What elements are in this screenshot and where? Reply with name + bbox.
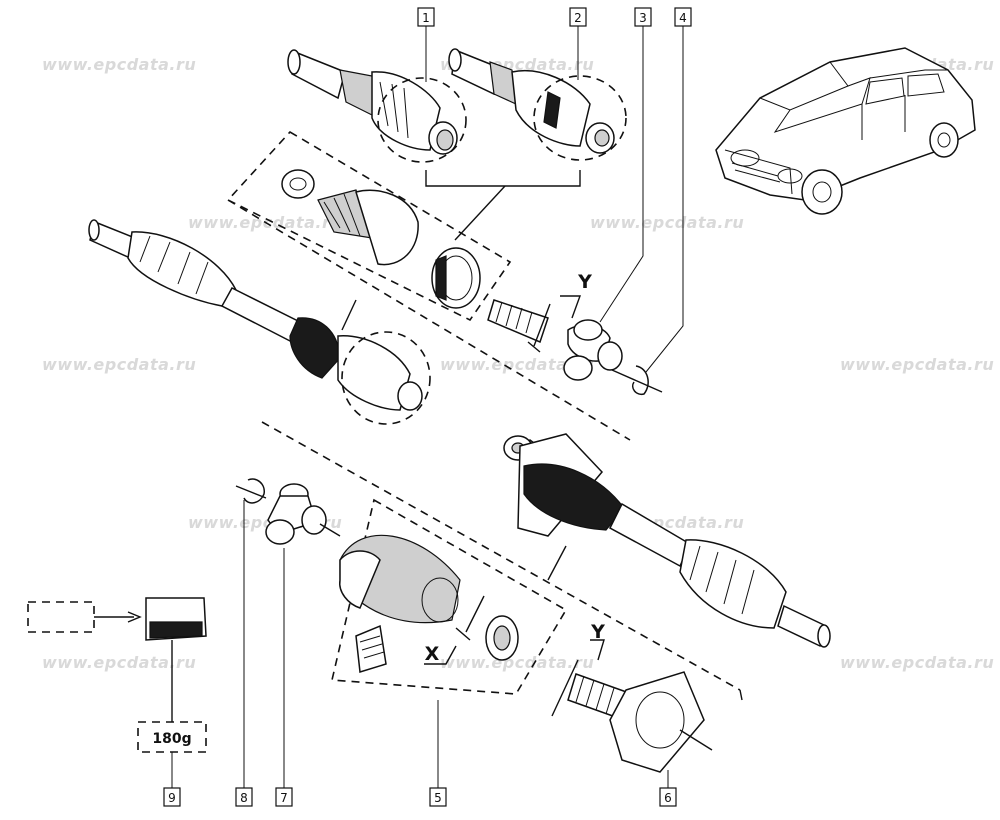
upper-kit-frame — [226, 130, 512, 322]
dimension-x: X — [425, 643, 440, 665]
watermark-6: www.epcdata.ru — [42, 355, 196, 374]
callout-7: 7 — [275, 787, 293, 807]
callout-8-label: 8 — [240, 791, 248, 805]
callout-3-label: 3 — [639, 11, 647, 25]
callout-7-label: 7 — [280, 791, 288, 805]
car-illustration — [715, 47, 976, 215]
dimension-y-upper: Y — [577, 271, 592, 293]
part-2-outer-joint-view — [448, 48, 627, 161]
callout-6: 6 — [659, 787, 677, 807]
callout-5-label: 5 — [434, 791, 442, 805]
callout-3: 3 — [634, 7, 652, 27]
callout-8: 8 — [235, 787, 253, 807]
tripod-shaft-upper: Y — [487, 271, 663, 396]
watermark-12: www.epcdata.ru — [440, 653, 594, 672]
joint-pair-bracket — [425, 170, 581, 241]
grease-sachet: 180g — [27, 597, 207, 753]
callout-5: 5 — [429, 787, 447, 807]
callout-6-label: 6 — [664, 791, 672, 805]
driveshaft-lower — [503, 433, 831, 648]
driveshaft-upper — [88, 219, 431, 425]
watermark-7: www.epcdata.ru — [440, 355, 594, 374]
part-1-outer-joint-view — [287, 49, 467, 163]
watermark-13: www.epcdata.ru — [840, 653, 994, 672]
callout-9-label: 9 — [168, 791, 176, 805]
watermark-11: www.epcdata.ru — [42, 653, 196, 672]
callout-2-label: 2 — [574, 11, 582, 25]
callout-4: 4 — [674, 7, 692, 27]
watermark-1: www.epcdata.ru — [42, 55, 196, 74]
watermark-8: www.epcdata.ru — [840, 355, 994, 374]
callout-1: 1 — [417, 7, 435, 27]
grease-quantity: 180g — [152, 731, 191, 747]
callout-2: 2 — [569, 7, 587, 27]
stub-shaft-lower: Y — [551, 621, 713, 773]
watermark-5: www.epcdata.ru — [590, 213, 744, 232]
tripod-lower — [235, 478, 341, 545]
callout-leaders — [171, 26, 684, 788]
callout-9: 9 — [163, 787, 181, 807]
dimension-y-lower: Y — [590, 621, 605, 643]
callout-1-label: 1 — [422, 11, 430, 25]
lower-kit-frame: X — [331, 498, 568, 695]
middle-frame — [227, 199, 743, 701]
callout-4-label: 4 — [679, 11, 687, 25]
